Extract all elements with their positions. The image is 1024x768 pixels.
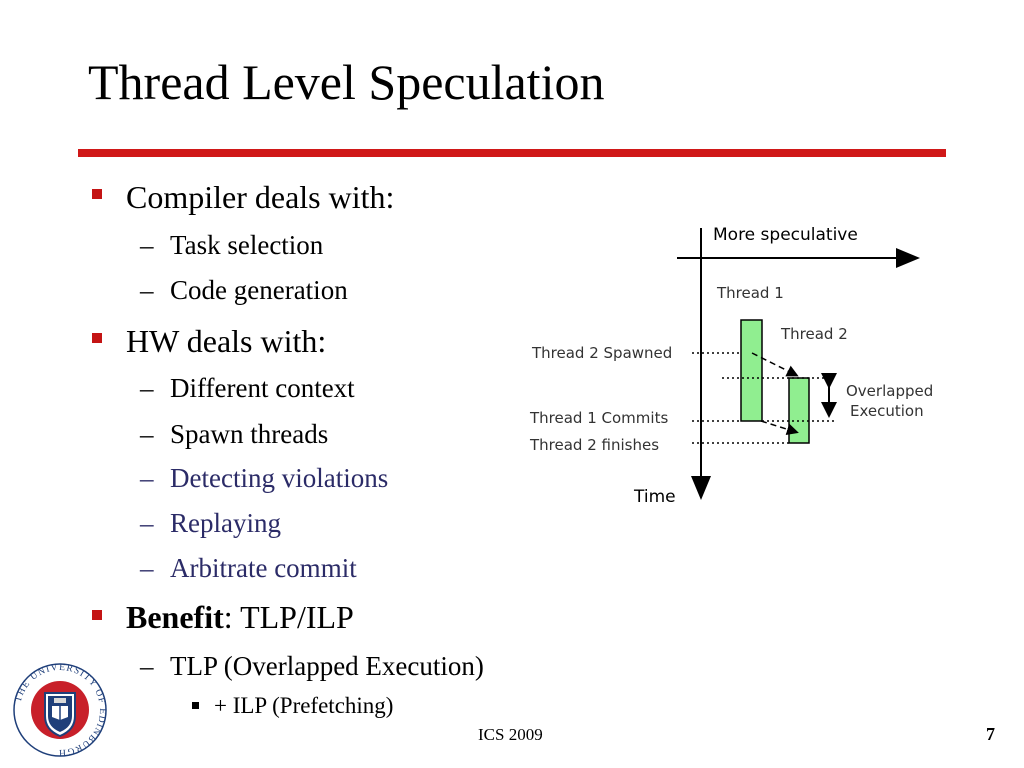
title-rule — [78, 149, 946, 157]
overlapped-label: Overlapped — [846, 382, 933, 400]
subsub-ilp: + ILP (Prefetching) — [214, 693, 394, 718]
more-speculative-label: More speculative — [713, 225, 858, 245]
sub-different-context: –Different context — [140, 373, 355, 403]
bullet-hw: HW deals with: — [126, 323, 327, 359]
bullet-compiler: Compiler deals with: — [126, 179, 395, 215]
sub-code-generation: –Code generation — [140, 275, 348, 305]
sub-arbitrate-commit: –Arbitrate commit — [140, 553, 357, 583]
bullet-marker — [92, 333, 102, 343]
thread2-label: Thread 2 — [780, 325, 848, 343]
time-label: Time — [633, 487, 676, 507]
execution-label: Execution — [850, 402, 924, 420]
university-crest-icon: THE UNIVERSITY OF EDINBURGH — [13, 663, 107, 757]
thread1-label: Thread 1 — [716, 284, 784, 302]
thread1-bar — [740, 319, 763, 422]
thread1-commits-label: Thread 1 Commits — [529, 409, 668, 427]
sub-detecting-violations: –Detecting violations — [140, 463, 389, 493]
footer-conference: ICS 2009 — [478, 725, 543, 744]
thread2-finishes-label: Thread 2 finishes — [529, 436, 659, 454]
sub-replaying: –Replaying — [140, 508, 281, 538]
subsub-marker — [192, 702, 199, 709]
sub-task-selection: –Task selection — [140, 230, 324, 260]
tls-diagram: More speculative Time Thread 1 Thread 2 … — [529, 225, 933, 507]
bullet-benefit: Benefit: TLP/ILP — [126, 599, 354, 635]
sub-tlp: –TLP (Overlapped Execution) — [140, 651, 484, 681]
page-number: 7 — [986, 724, 995, 744]
bullet-marker — [92, 189, 102, 199]
slide-title: Thread Level Speculation — [88, 54, 605, 110]
thread2-bar — [788, 377, 810, 444]
sub-spawn-threads: –Spawn threads — [140, 419, 329, 449]
bullet-marker — [92, 610, 102, 620]
thread2-spawned-label: Thread 2 Spawned — [531, 344, 672, 362]
